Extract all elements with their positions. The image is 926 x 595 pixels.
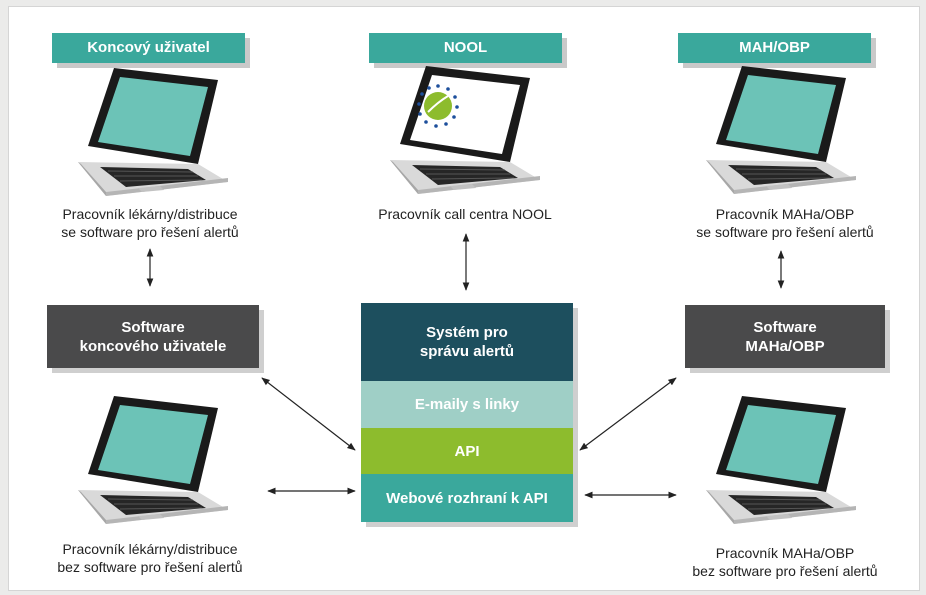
caption-nool-call-center: Pracovník call centra NOOL	[378, 206, 552, 222]
email-links-layer: E-maily s linky	[361, 381, 573, 428]
alert-management-system: Systém pro správu alertů	[361, 303, 573, 381]
caption-mah-without-software: Pracovník MAHa/OBP bez software pro řeše…	[692, 545, 878, 579]
laptop-icon	[706, 66, 856, 194]
laptop-icon	[78, 68, 228, 196]
caption-mah-with-software: Pracovník MAHa/OBP se software pro řešen…	[696, 206, 874, 240]
end-user-software-box: Software koncového uživatele	[47, 305, 259, 368]
api-layer: API	[361, 428, 573, 474]
header-mah-obp: MAH/OBP	[678, 33, 871, 63]
laptop-icon	[78, 396, 228, 524]
header-nool: NOOL	[369, 33, 562, 63]
mah-software-box: Software MAHa/OBP	[685, 305, 885, 368]
laptop-icon	[706, 396, 856, 524]
eu-stars-icon	[417, 84, 459, 128]
caption-pharmacy-with-software: Pracovník lékárny/distribuce se software…	[61, 206, 239, 240]
header-end-user: Koncový uživatel	[52, 33, 245, 63]
laptop-icon	[390, 66, 540, 194]
web-interface-layer: Webové rozhraní k API	[361, 474, 573, 522]
caption-pharmacy-without-software: Pracovník lékárny/distribuce bez softwar…	[57, 541, 243, 575]
alert-system-stack: Systém pro správu alertů E-maily s linky…	[361, 303, 573, 522]
